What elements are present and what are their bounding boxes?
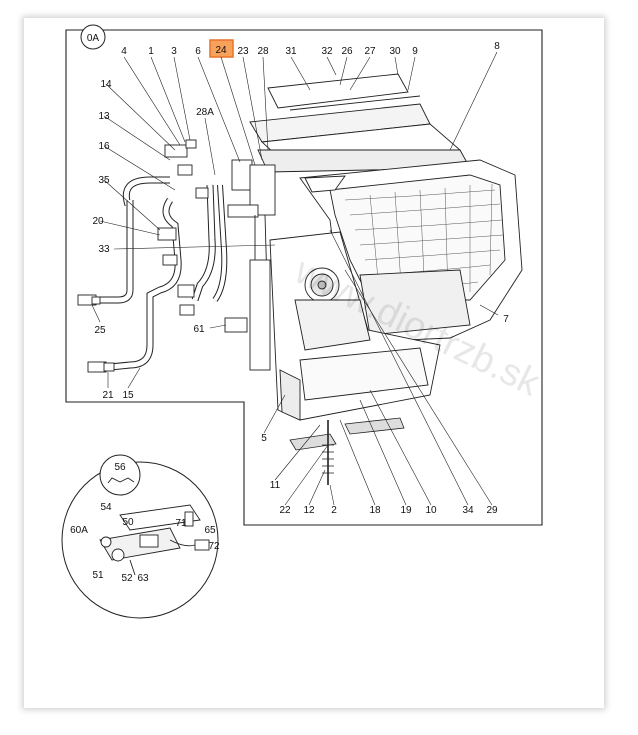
callout-33: 33 xyxy=(98,244,110,255)
callout-23: 23 xyxy=(237,46,249,57)
expansion-valve xyxy=(185,139,276,371)
callout-26: 26 xyxy=(341,46,353,57)
callout-2: 2 xyxy=(331,505,337,516)
callout-9: 9 xyxy=(412,46,418,57)
callout-0a: 0A xyxy=(87,33,100,44)
housing-top xyxy=(249,73,471,173)
callout-56: 56 xyxy=(114,462,126,473)
callout-3: 3 xyxy=(171,46,177,57)
callout-11: 11 xyxy=(270,480,281,491)
resistor-assembly xyxy=(99,477,210,576)
highlight-box xyxy=(209,39,234,58)
callout-6: 6 xyxy=(195,46,201,57)
callout-35: 35 xyxy=(98,175,110,186)
callout-4: 4 xyxy=(121,46,127,57)
callout-65: 65 xyxy=(204,525,216,536)
callout-30: 30 xyxy=(389,46,401,57)
callout-5: 5 xyxy=(261,433,267,444)
callout-8: 8 xyxy=(494,41,500,52)
callout-51: 51 xyxy=(92,570,104,581)
detail-sub-inset xyxy=(99,454,141,496)
callout-31: 31 xyxy=(285,46,297,57)
leader-lines xyxy=(91,51,499,506)
callout-28: 28 xyxy=(257,46,269,57)
callout-18: 18 xyxy=(369,505,381,516)
callout-25: 25 xyxy=(94,325,106,336)
group-badge xyxy=(80,24,106,50)
callout-10: 10 xyxy=(425,505,437,516)
callout-15: 15 xyxy=(122,390,134,401)
diagram-frame xyxy=(65,29,543,526)
hoses xyxy=(77,144,228,373)
callout-71: 71 xyxy=(175,518,187,529)
callout-13: 13 xyxy=(98,111,110,122)
callout-14: 14 xyxy=(100,79,112,90)
callout-7: 7 xyxy=(503,314,509,325)
callout-52: 52 xyxy=(121,573,133,584)
callout-19: 19 xyxy=(400,505,412,516)
callout-50: 50 xyxy=(122,517,134,528)
callout-60a: 60A xyxy=(70,525,88,536)
callout-32: 32 xyxy=(321,46,333,57)
callout-20: 20 xyxy=(92,216,104,227)
callout-1: 1 xyxy=(148,46,154,57)
callout-16: 16 xyxy=(98,141,110,152)
callout-34: 34 xyxy=(462,505,474,516)
callout-21: 21 xyxy=(102,390,114,401)
callout-63: 63 xyxy=(137,573,149,584)
callout-61: 61 xyxy=(193,324,205,335)
callout-54: 54 xyxy=(100,502,112,513)
callout-24[interactable]: 24 xyxy=(215,45,227,56)
bottom-plates xyxy=(289,417,405,485)
callout-12: 12 xyxy=(303,505,315,516)
callouts: 4 1 3 6 24 23 28 31 32 26 27 30 9 8 14 2… xyxy=(70,41,509,584)
callout-27: 27 xyxy=(364,46,376,57)
callout-22: 22 xyxy=(279,505,291,516)
callout-72: 72 xyxy=(208,541,220,552)
callout-29: 29 xyxy=(486,505,498,516)
callout-28a: 28A xyxy=(196,107,214,118)
